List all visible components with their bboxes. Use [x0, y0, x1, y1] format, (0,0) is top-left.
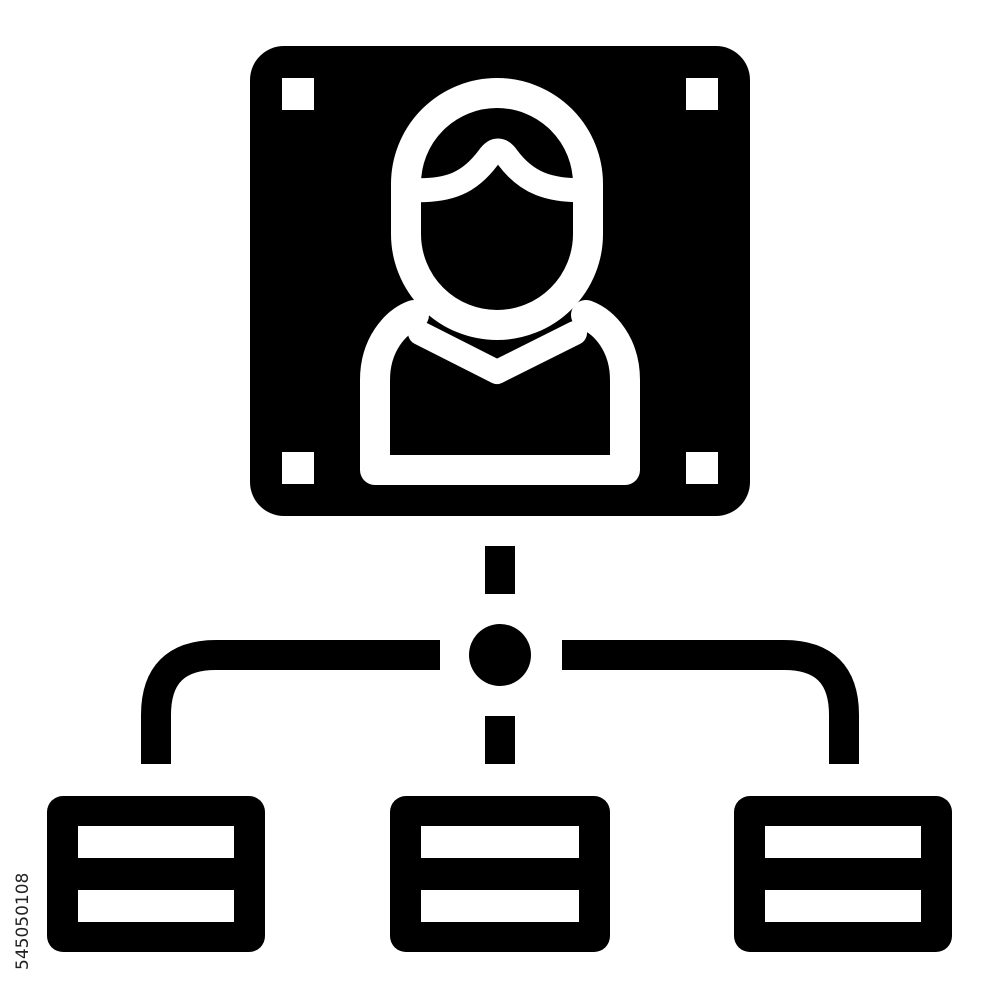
corner-mark-bottom-right: [686, 452, 718, 484]
child-box-left-line-2: [78, 890, 234, 922]
connector-right-branch: [562, 640, 859, 764]
corner-mark-top-right: [686, 78, 718, 110]
corner-mark-top-left: [282, 78, 314, 110]
user-body: [360, 300, 640, 485]
corner-mark-bottom-left: [282, 452, 314, 484]
user-hair: [398, 138, 602, 203]
profile-card: [250, 46, 750, 516]
user-collar: [408, 321, 587, 384]
child-box-left: [47, 796, 265, 952]
stock-id-label: 545050108: [13, 872, 33, 970]
hierarchy-connectors: [141, 546, 859, 764]
child-box-center: [390, 796, 610, 952]
connector-left-branch: [141, 640, 440, 764]
child-box-center-line-2: [421, 890, 579, 922]
user-avatar-icon: [360, 78, 640, 485]
child-box-left-line-1: [78, 826, 234, 858]
profile-card-background: [250, 46, 750, 516]
connector-hub-dot: [469, 624, 531, 686]
child-box-right-line-2: [765, 890, 921, 922]
child-box-right-line-1: [765, 826, 921, 858]
child-box-center-line-1: [421, 826, 579, 858]
child-box-right: [734, 796, 952, 952]
user-head: [391, 78, 603, 340]
